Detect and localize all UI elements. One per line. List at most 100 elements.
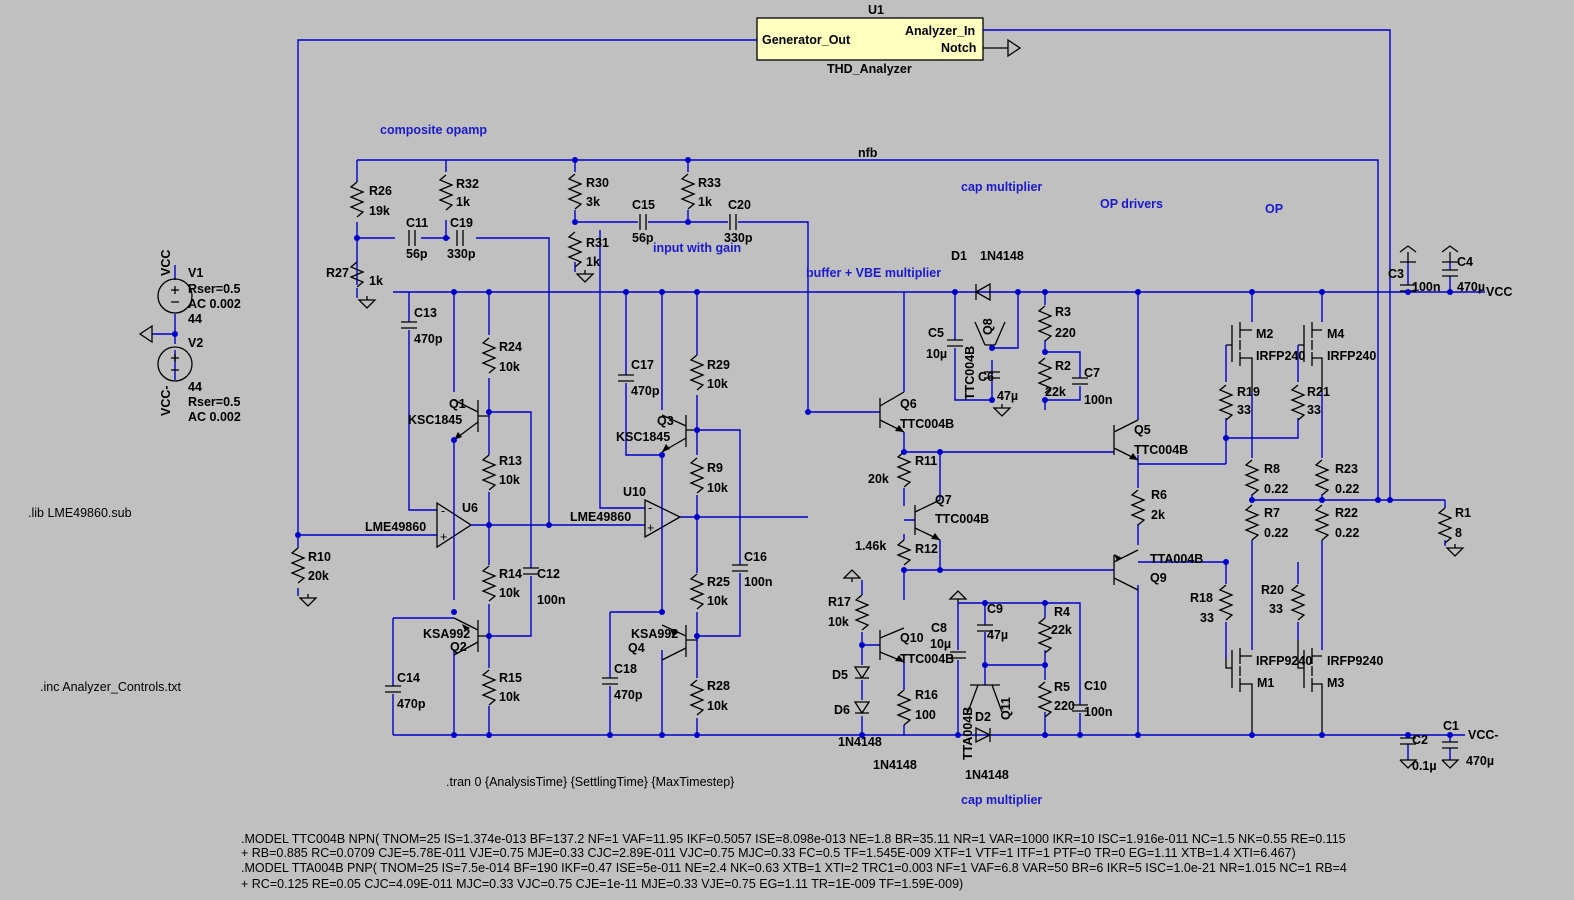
label-r10: R10 bbox=[308, 550, 331, 564]
svg-text:Rser=0.5: Rser=0.5 bbox=[188, 395, 241, 409]
label-r11v: 20k bbox=[868, 472, 889, 486]
label-c6v: 47µ bbox=[997, 389, 1018, 403]
label-r25: R25 bbox=[707, 575, 730, 589]
label-m1m: IRFP9240 bbox=[1256, 654, 1312, 668]
label-r31v: 1k bbox=[586, 255, 600, 269]
label-r25v: 10k bbox=[707, 594, 728, 608]
label-r14v: 10k bbox=[499, 586, 520, 600]
label-m2: M2 bbox=[1256, 327, 1273, 341]
label-r30: R30 bbox=[586, 176, 609, 190]
vcc-net: VCC bbox=[1486, 285, 1512, 299]
label-r8: R8 bbox=[1264, 462, 1280, 476]
cap-multiplier-bottom bbox=[949, 590, 1088, 744]
model-line-3: + RC=0.125 RE=0.05 CJC=4.09E-011 MJC=0.3… bbox=[241, 877, 963, 891]
label-d2m: 1N4148 bbox=[965, 768, 1009, 782]
label-q5: Q5 bbox=[1134, 423, 1151, 437]
label-c8: C8 bbox=[931, 621, 947, 635]
nfb-label: nfb bbox=[858, 146, 878, 160]
label-r7v: 0.22 bbox=[1264, 526, 1288, 540]
label-r28v: 10k bbox=[707, 699, 728, 713]
label-q9m: TTA004B bbox=[1150, 552, 1203, 566]
rail-caps-load bbox=[1375, 245, 1464, 769]
model-line-1: + RB=0.885 RC=0.0709 CJE=5.78E-011 VJE=0… bbox=[241, 846, 1296, 860]
label-r24v: 10k bbox=[499, 360, 520, 374]
label-d6: D6 bbox=[834, 703, 850, 717]
inc-directive: .inc Analyzer_Controls.txt bbox=[40, 680, 182, 694]
u1-ref: U1 bbox=[868, 3, 884, 17]
cap-multiplier-top bbox=[947, 282, 1088, 417]
label-r2v: 22k bbox=[1045, 385, 1066, 399]
vbe-multiplier bbox=[808, 292, 1114, 738]
note-composite: composite opamp bbox=[380, 123, 487, 137]
label-r1: R1 bbox=[1455, 506, 1471, 520]
svg-text:-: - bbox=[441, 504, 445, 518]
label-c16: C16 bbox=[744, 550, 767, 564]
voltage-sources: VCC VCC- V1 Rser=0.5 AC 0.002 44 V2 44 R… bbox=[138, 250, 241, 424]
label-q8: Q8 bbox=[981, 318, 995, 335]
label-r28: R28 bbox=[707, 679, 730, 693]
label-q10m: TTC004B bbox=[900, 652, 954, 666]
label-r19: R19 bbox=[1237, 385, 1260, 399]
label-r6: R6 bbox=[1151, 488, 1167, 502]
label-r2: R2 bbox=[1055, 359, 1071, 373]
analyzer-in-port: Analyzer_In bbox=[905, 24, 975, 38]
svg-text:VCC: VCC bbox=[159, 250, 173, 276]
label-q9: Q9 bbox=[1150, 571, 1167, 585]
label-r3v: 220 bbox=[1055, 326, 1076, 340]
label-r9: R9 bbox=[707, 461, 723, 475]
label-r27: R27 bbox=[326, 266, 349, 280]
model-line-2: .MODEL TTA004B PNP( TNOM=25 IS=7.5e-014 … bbox=[241, 861, 1347, 875]
note-capmult-top: cap multiplier bbox=[961, 180, 1042, 194]
label-r18v: 33 bbox=[1200, 611, 1214, 625]
label-c7v: 100n bbox=[1084, 393, 1113, 407]
label-d1m: 1N4148 bbox=[980, 249, 1024, 263]
label-c4v: 470µ bbox=[1457, 280, 1485, 294]
thd-analyzer-block[interactable]: U1 Generator_Out Analyzer_In Notch THD_A… bbox=[756, 3, 984, 76]
svg-text:V1: V1 bbox=[188, 266, 203, 280]
label-q11m: TTA004B bbox=[961, 707, 975, 760]
generator-out-port: Generator_Out bbox=[762, 33, 851, 47]
label-r3: R3 bbox=[1055, 305, 1071, 319]
label-r12v: 1.46k bbox=[855, 539, 886, 553]
label-r17: R17 bbox=[828, 595, 851, 609]
label-q5m: TTC004B bbox=[1134, 443, 1188, 457]
notch-flag-icon bbox=[983, 38, 1022, 58]
label-m4m: IRFP240 bbox=[1327, 349, 1376, 363]
svg-text:AC 0.002: AC 0.002 bbox=[188, 410, 241, 424]
label-r29: R29 bbox=[707, 358, 730, 372]
label-r22v: 0.22 bbox=[1335, 526, 1359, 540]
label-c10v: 100n bbox=[1084, 705, 1113, 719]
label-r31: R31 bbox=[586, 236, 609, 250]
label-q6m: TTC004B bbox=[900, 417, 954, 431]
label-r9v: 10k bbox=[707, 481, 728, 495]
label-r19v: 33 bbox=[1237, 403, 1251, 417]
label-r12: R12 bbox=[915, 542, 938, 556]
label-c19v: 330p bbox=[447, 247, 476, 261]
label-c1: C1 bbox=[1443, 719, 1459, 733]
label-m1: M1 bbox=[1257, 676, 1274, 690]
gain-stage: - + bbox=[567, 160, 811, 738]
label-c12: C12 bbox=[537, 567, 560, 581]
label-r16: R16 bbox=[915, 688, 938, 702]
label-c3v: 100n bbox=[1412, 280, 1441, 294]
label-c2: C2 bbox=[1412, 733, 1428, 747]
label-r26: R26 bbox=[369, 184, 392, 198]
label-r26v: 19k bbox=[369, 204, 390, 218]
label-r16v: 100 bbox=[915, 708, 936, 722]
svg-text:+: + bbox=[647, 521, 654, 535]
label-m3m: IRFP9240 bbox=[1327, 654, 1383, 668]
label-c9v: 47µ bbox=[987, 628, 1008, 642]
label-r32: R32 bbox=[456, 177, 479, 191]
composite-opamp-stage: - + bbox=[290, 160, 600, 738]
label-r20v: 33 bbox=[1269, 602, 1283, 616]
label-r23v: 0.22 bbox=[1335, 482, 1359, 496]
label-c11v: 56p bbox=[406, 247, 428, 261]
label-r4v: 22k bbox=[1051, 623, 1072, 637]
output-stage bbox=[1218, 289, 1378, 738]
label-c13v: 470p bbox=[414, 332, 443, 346]
svg-text:V2: V2 bbox=[188, 336, 203, 350]
label-u10m: LME49860 bbox=[570, 510, 631, 524]
label-d2: D2 bbox=[975, 710, 991, 724]
note-buffer: buffer + VBE multiplier bbox=[806, 266, 941, 280]
